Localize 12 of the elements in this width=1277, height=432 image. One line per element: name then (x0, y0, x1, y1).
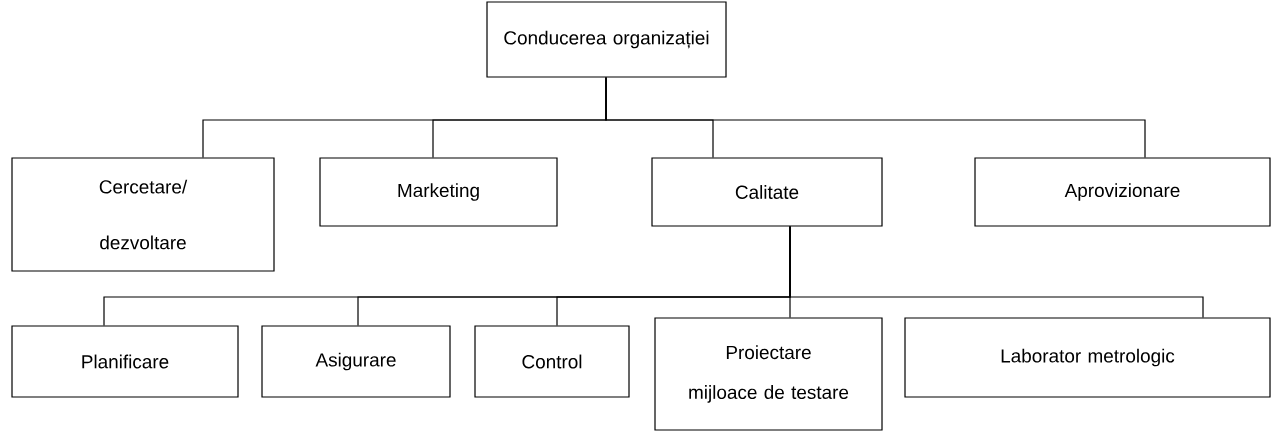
connector-line (605, 77, 1146, 158)
org-box: Control (474, 325, 630, 398)
org-box: Cercetare/ dezvoltare (11, 157, 275, 272)
org-box: Proiectare mijloace de testare (654, 317, 883, 431)
org-box: Calitate (651, 157, 883, 227)
connector-line (789, 226, 1204, 318)
org-box: Asigurare (261, 325, 451, 398)
org-box: Aprovizionare (974, 157, 1271, 227)
org-box: Conducerea organizației (486, 1, 727, 78)
org-box: Planificare (11, 325, 239, 398)
org-box: Laborator metrologic (904, 317, 1271, 398)
org-box: Marketing (319, 157, 558, 227)
